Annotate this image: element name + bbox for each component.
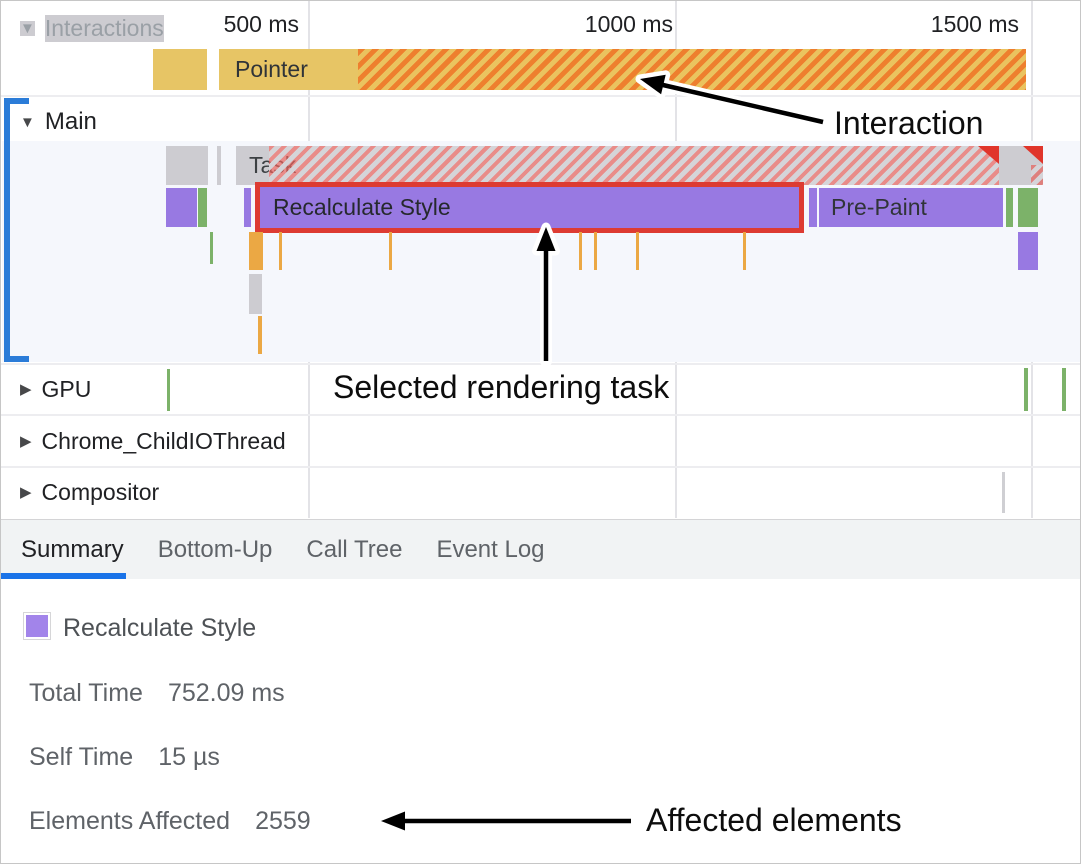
flame-event-bar[interactable] [1018,232,1038,270]
flame-event-tick[interactable] [1002,472,1005,513]
selected-recalculate-style-bar[interactable]: Recalculate Style [255,182,804,233]
main-track-label: Main [44,108,97,135]
long-task-red-triangle-icon [1023,146,1043,164]
flame-event-tick[interactable] [1024,368,1028,411]
summary-event-name: Recalculate Style [63,614,257,642]
long-task-bar[interactable]: Task [236,146,999,185]
track-separator [1,95,1080,97]
pre-paint-bar-label: Pre-Paint [831,194,927,220]
selected-bar-label: Recalculate Style [273,194,451,220]
summary-row-label: Self Time [29,743,134,771]
pointer-interaction-bar[interactable]: Pointer [219,49,1026,90]
chevron-down-icon: ▼ [20,113,35,131]
selected-track-bracket [4,98,29,104]
compositor-track-header[interactable]: ▶ Compositor [20,479,159,506]
flame-event-tick[interactable] [743,232,746,270]
chevron-right-icon: ▶ [20,484,32,501]
rendering-category-color-swatch [23,612,51,640]
pointer-bar-processing-hatch [358,49,1026,90]
flame-event-bar[interactable] [249,232,263,270]
chevron-right-icon: ▶ [20,381,32,398]
tab-summary[interactable]: Summary [21,535,124,563]
flame-event-bar[interactable] [1006,188,1013,227]
flame-event-tick[interactable] [389,232,392,270]
chrome-child-io-track-header[interactable]: ▶ Chrome_ChildIOThread [20,428,286,455]
annotation-selected-task-label: Selected rendering task [333,369,670,405]
tab-call-tree[interactable]: Call Tree [306,535,403,563]
ruler-tick-label: 500 ms [223,11,299,37]
pointer-bar-label: Pointer [235,56,308,82]
interaction-event-bar[interactable] [153,49,207,90]
track-separator [1,466,1080,468]
details-tab-bar: Summary Bottom-Up Call Tree Event Log [1,519,1080,579]
task-bar-fragment[interactable] [166,146,208,185]
flame-event-tick[interactable] [579,232,582,270]
pre-paint-bar[interactable]: Pre-Paint [819,188,1003,227]
selected-track-bracket [4,98,10,362]
flame-event-tick[interactable] [210,232,213,264]
gpu-track-label: GPU [41,376,92,402]
rendering-category-color [26,615,48,637]
chrome-child-io-track-label: Chrome_ChildIOThread [41,428,286,454]
flame-event-bar[interactable] [1018,188,1038,227]
summary-row-value: 15 µs [158,743,220,771]
task-bar-fragment[interactable] [999,146,1043,185]
summary-row-elements-affected: Elements Affected 2559 [29,807,311,836]
summary-row-total-time: Total Time 752.09 ms [29,679,285,708]
summary-row-self-time: Self Time 15 µs [29,743,220,772]
flame-event-bar[interactable] [244,188,251,227]
compositor-track-label: Compositor [41,479,160,505]
flame-event-tick[interactable] [279,232,282,270]
flame-event-bar[interactable] [249,274,262,314]
main-track-header[interactable]: ▼ Main [20,108,97,136]
long-task-hatch [1031,165,1043,185]
flame-event-bar[interactable] [198,188,207,227]
annotation-interaction-label: Interaction [834,105,984,141]
active-tab-underline [1,573,126,579]
annotation-affected-elements-label: Affected elements [646,802,902,838]
flame-event-tick[interactable] [594,232,597,270]
summary-row-label: Elements Affected [29,807,231,835]
summary-row-value: 2559 [255,807,311,835]
interactions-track-label: Interactions [44,15,164,42]
track-separator [1,414,1080,416]
ruler-tick-label: 1000 ms [584,11,673,37]
chevron-right-icon: ▶ [20,433,32,450]
selected-track-bracket [4,356,29,362]
summary-row-value: 752.09 ms [167,679,285,707]
track-separator [1,363,1080,365]
ruler-tick-label: 1500 ms [930,11,1019,37]
flame-event-tick[interactable] [258,316,262,354]
long-task-hatch [269,146,999,185]
tab-event-log[interactable]: Event Log [436,535,545,563]
affected-elements-arrow [377,807,637,835]
flame-event-tick[interactable] [167,369,170,411]
interactions-track-header[interactable]: ▼ Interactions [20,15,164,42]
summary-row-label: Total Time [29,679,143,707]
flame-event-tick[interactable] [636,232,639,270]
task-bar-fragment[interactable] [217,146,221,185]
chevron-down-icon: ▼ [20,20,35,37]
gpu-track-header[interactable]: ▶ GPU [20,376,91,403]
flame-event-tick[interactable] [1062,368,1066,411]
flame-event-bar[interactable] [166,188,197,227]
tab-bottom-up[interactable]: Bottom-Up [157,535,273,563]
flame-event-bar[interactable] [809,188,817,227]
